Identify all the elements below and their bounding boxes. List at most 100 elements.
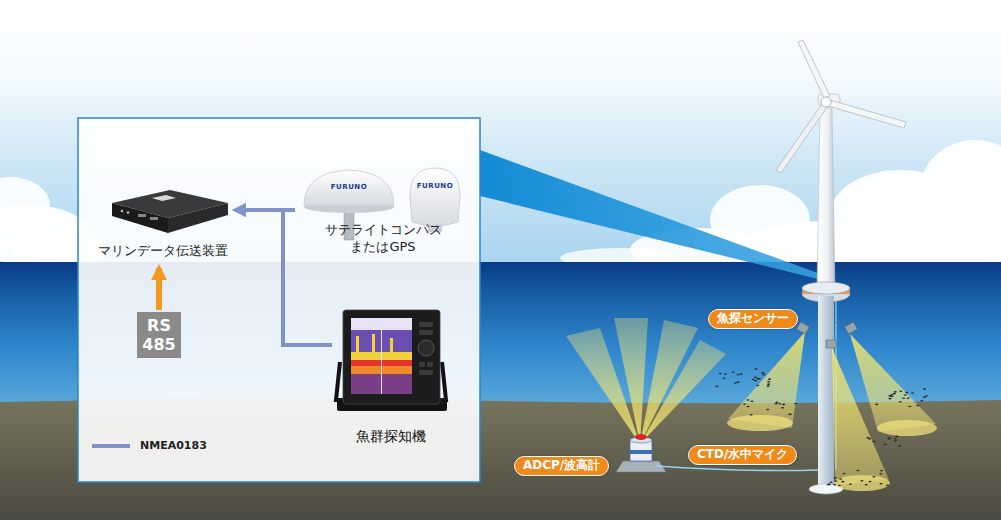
fish-dot: [762, 374, 765, 376]
brand-label: FURUNO: [417, 182, 453, 190]
fish-dot: [925, 395, 928, 397]
fish-finder-part: [419, 322, 433, 327]
fish-dot: [888, 395, 891, 397]
fish-dot: [888, 398, 891, 400]
sonar-beams-part: [834, 475, 890, 491]
device-box: 魚群探知機: [335, 305, 447, 450]
fish-dot: [739, 373, 742, 375]
fish-dot: [746, 399, 749, 401]
fish-dot: [879, 483, 882, 485]
fish-sensors: [797, 322, 858, 348]
fish-finder-part: [390, 338, 393, 352]
fish-dot: [923, 388, 926, 390]
fish-dot: [724, 373, 727, 375]
fish-finder-part: [419, 370, 433, 375]
fish-dot: [902, 397, 905, 399]
connector: [156, 268, 162, 310]
wind-turbine-part: [828, 100, 906, 128]
fish-dot: [761, 372, 764, 374]
fish-dot: [758, 378, 761, 380]
fish-dot: [894, 440, 897, 442]
node-text: マリンデータ伝送装置: [98, 242, 228, 266]
fish-finder-part: [427, 362, 433, 367]
system-panel-part: [78, 118, 480, 482]
data-transfer-unit: [112, 190, 228, 233]
fish-dot: [834, 480, 837, 482]
fish-dot: [906, 398, 909, 400]
data-link-beam-part: [480, 150, 826, 281]
fish-dot: [788, 414, 791, 416]
wind-turbine-part: [809, 484, 843, 494]
fish-dot: [894, 438, 897, 440]
fish-dot: [781, 407, 784, 409]
callout-pill: ADCP/波高計: [514, 456, 609, 476]
fish-dot: [722, 377, 725, 379]
node-text: ADCP/波高計: [523, 458, 600, 474]
sonar-beams-part: [832, 348, 889, 485]
wind-turbine-part: [821, 97, 831, 107]
fish-dot: [893, 393, 896, 395]
fish-dot: [868, 481, 871, 483]
fish-dot: [782, 404, 785, 406]
fish-sensors-part: [808, 322, 818, 326]
callout-pill: CTD/水中マイク: [688, 445, 797, 465]
fish-dot: [866, 437, 869, 439]
fish-dot: [842, 473, 845, 475]
connector: [236, 210, 332, 345]
data-transfer-unit-part: [112, 203, 168, 233]
fish-dot: [754, 368, 757, 370]
legend-text: NMEA0183: [140, 439, 207, 452]
fish-dot: [856, 470, 859, 472]
sonar-beams-part: [877, 420, 937, 436]
wind-turbine-part: [818, 296, 834, 488]
fish-dot: [754, 377, 757, 379]
fish-dot: [839, 478, 842, 480]
fish-dot: [736, 381, 739, 383]
wind-turbine-part: [776, 104, 828, 173]
fish-dot: [834, 477, 837, 479]
data-transfer-unit-part: [150, 217, 158, 220]
wind-turbine-part: [817, 108, 835, 290]
fish-dot: [750, 400, 753, 402]
fish-dot: [887, 438, 890, 440]
fish-dot: [908, 406, 911, 408]
fish-dot: [872, 476, 875, 478]
data-transfer-unit-part: [152, 195, 176, 201]
adcp-beams-part: [640, 340, 726, 444]
data-transfer-unit-part: [121, 210, 124, 213]
fish-dot: [778, 403, 781, 405]
fish-finder-part: [351, 318, 412, 394]
fish-dot: [886, 484, 889, 486]
fish-finder-part: [356, 336, 359, 352]
device-box: マリンデータ伝送装置: [92, 186, 234, 266]
fish-dot: [841, 481, 844, 483]
callout-pill: 魚探センサー: [708, 309, 798, 329]
fish-dot: [884, 444, 887, 446]
fish-dot: [905, 392, 908, 394]
gps-antenna-part: [410, 168, 460, 226]
wind-turbine-part: [802, 282, 850, 294]
clouds-part: [0, 177, 50, 233]
satellite-compass-part: [304, 170, 394, 206]
data-link-beam: [480, 150, 826, 281]
fish-dot: [899, 401, 902, 403]
fish-dot: [865, 484, 868, 486]
data-transfer-unit-part: [168, 203, 228, 233]
fish-dot: [751, 379, 754, 381]
fish-dot: [894, 391, 897, 393]
cable-part: [656, 466, 818, 471]
fish-dot: [833, 484, 836, 486]
fish-dot: [898, 445, 901, 447]
fish-dot: [849, 484, 852, 486]
fish-dot: [736, 374, 739, 376]
fish-dot: [732, 371, 735, 373]
fish-finder-part: [343, 310, 440, 404]
node-text: RS 485: [139, 316, 179, 354]
fish-dot: [830, 482, 833, 484]
legend-line: [92, 444, 130, 448]
fish-finder-part: [419, 330, 433, 335]
fish-dot: [788, 413, 791, 415]
adcp-beams-part: [614, 318, 648, 444]
fish-sensors-part: [797, 322, 810, 334]
fish-sensors-part: [826, 340, 836, 348]
